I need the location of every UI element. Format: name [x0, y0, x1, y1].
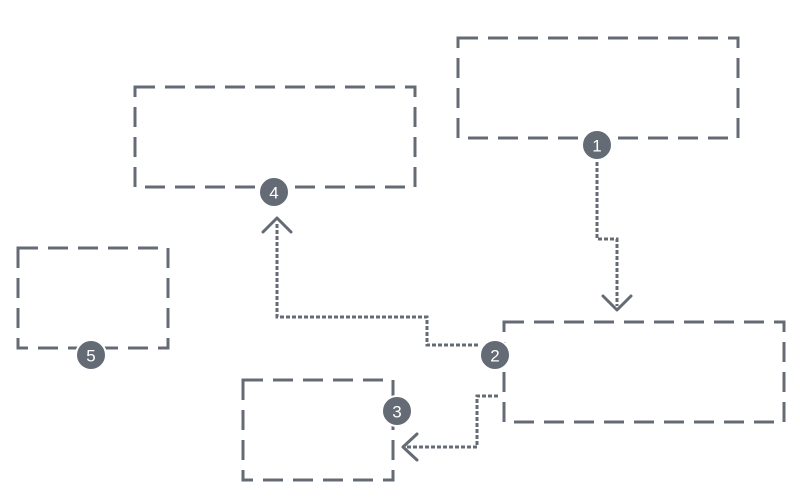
- node-box-2: [502, 320, 786, 424]
- node-badge-5-label: 5: [86, 347, 95, 366]
- node-badge-1-label: 1: [592, 137, 601, 156]
- node-badge-5: 5: [75, 339, 107, 371]
- connector-1-to-2: [595, 162, 619, 306]
- node-badge-4-label: 4: [269, 184, 278, 203]
- connector-2-to-4: [275, 222, 478, 347]
- node-badge-2: 2: [479, 339, 511, 371]
- connector-2-to-3: [407, 394, 498, 449]
- node-badge-4: 4: [258, 176, 290, 208]
- node-box-5: [16, 246, 170, 350]
- node-badge-1: 1: [581, 129, 613, 161]
- node-badge-3: 3: [381, 395, 413, 427]
- node-box-3: [241, 378, 395, 482]
- arrowhead-to-node-3: [401, 432, 419, 462]
- node-box-4: [133, 85, 417, 189]
- arrowhead-to-node-2: [601, 294, 633, 312]
- node-badge-3-label: 3: [392, 403, 401, 422]
- arrowhead-to-node-4: [261, 216, 293, 234]
- node-box-1: [456, 36, 740, 140]
- node-badge-2-label: 2: [490, 347, 499, 366]
